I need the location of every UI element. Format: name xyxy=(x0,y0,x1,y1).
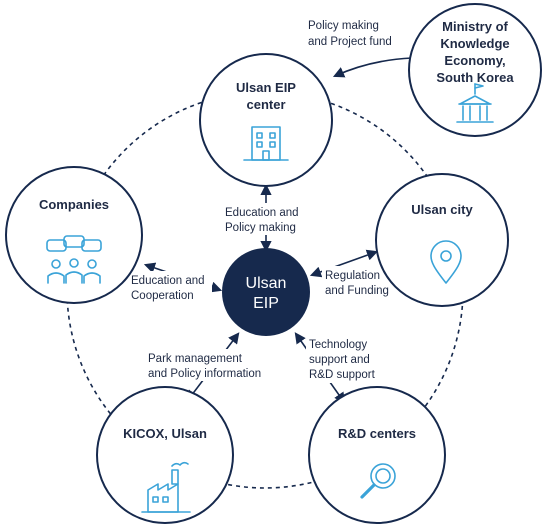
label-rnd-eip-3: R&D support xyxy=(309,369,376,381)
node-companies: Companies xyxy=(5,166,143,304)
label-kicox-eip-1: Park management xyxy=(148,353,243,365)
center-title-1: Ulsan xyxy=(246,275,287,292)
node-ministry-title-1: Ministry of xyxy=(442,19,508,34)
label-rnd-eip-2: support and xyxy=(309,354,370,366)
label-city-eip-2: and Funding xyxy=(325,285,389,297)
node-kicox-title: KICOX, Ulsan xyxy=(123,426,207,441)
label-city-eip-1: Regulation xyxy=(325,270,380,282)
label-center-eip-1: Education and xyxy=(225,207,299,219)
node-center-title-1: Ulsan EIP xyxy=(236,80,296,95)
node-ministry: Ministry of Knowledge Economy, South Kor… xyxy=(408,3,542,137)
building-icon xyxy=(243,126,289,161)
arrow-ministry-to-center xyxy=(332,57,413,78)
node-center-title-2: center xyxy=(246,97,285,112)
node-city-title: Ulsan city xyxy=(411,202,473,217)
label-ministry-center-2: and Project fund xyxy=(308,36,392,48)
label-companies-eip-1: Education and xyxy=(131,275,205,287)
government-building-icon xyxy=(456,83,494,123)
location-pin-icon xyxy=(430,240,462,284)
people-chat-icon xyxy=(46,235,102,284)
node-ministry-title-3: Economy, xyxy=(444,53,505,68)
label-kicox-eip-2: and Policy information xyxy=(148,368,261,380)
factory-icon xyxy=(141,461,191,513)
node-companies-title: Companies xyxy=(39,197,109,212)
node-ulsan-eip: Ulsan EIP xyxy=(222,248,310,336)
label-companies-eip-2: Cooperation xyxy=(131,290,194,302)
label-ministry-center-1: Policy making xyxy=(308,20,379,32)
magnifier-icon xyxy=(360,463,396,499)
node-kicox: KICOX, Ulsan xyxy=(96,386,234,524)
label-rnd-eip-1: Technology xyxy=(309,339,367,351)
center-title-2: EIP xyxy=(253,295,279,312)
node-rnd-title: R&D centers xyxy=(338,426,416,441)
node-ulsan-city: Ulsan city xyxy=(375,173,509,307)
node-ministry-title-2: Knowledge xyxy=(440,36,509,51)
node-ministry-title-4: South Korea xyxy=(436,70,514,85)
label-center-eip-2: Policy making xyxy=(225,222,296,234)
node-rnd-centers: R&D centers xyxy=(308,386,446,524)
node-ulsan-eip-center: Ulsan EIP center xyxy=(199,53,333,187)
